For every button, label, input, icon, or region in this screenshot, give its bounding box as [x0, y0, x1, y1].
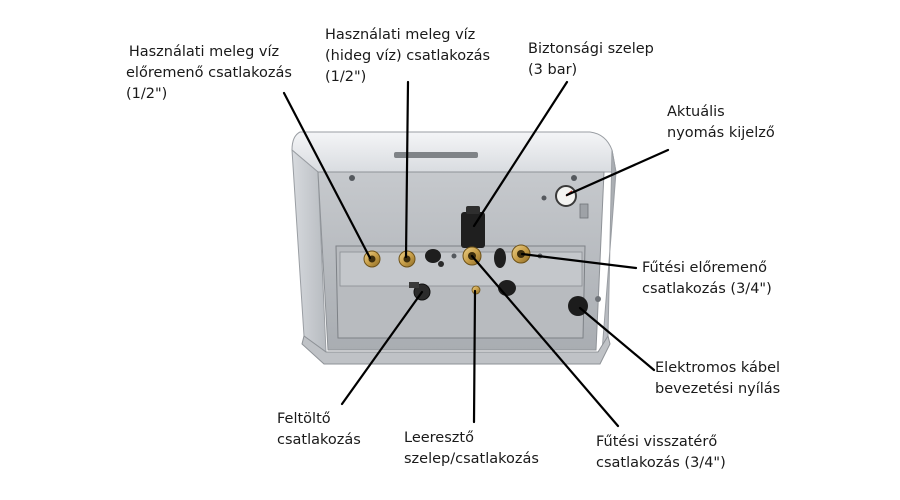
mounting-hole: [571, 175, 577, 181]
housing-bottom: [301, 334, 611, 365]
leader-dhw-flow: [282, 91, 372, 260]
top-vent-slot: [394, 152, 478, 158]
leader-dhw-cold: [404, 80, 410, 259]
label-line: csatlakozás: [277, 432, 361, 448]
leader-heating-return: [470, 254, 620, 428]
label-line: (3 bar): [528, 62, 578, 78]
label-line: (hideg víz) csatlakozás: [325, 48, 491, 64]
label-line: Fűtési visszatérő: [596, 434, 718, 450]
label-line: Fűtési előremenő: [642, 260, 768, 276]
mounting-hole: [349, 175, 355, 181]
label-dhw-cold: Használati meleg víz (hideg víz) csatlak…: [325, 25, 490, 88]
label-filling: Feltöltő csatlakozás: [277, 409, 361, 451]
mounting-hole: [541, 195, 547, 201]
leader-safety-valve: [472, 80, 569, 228]
label-line: Leeresztő: [404, 430, 474, 446]
leader-drain: [472, 289, 477, 424]
label-line: előremenő csatlakozás: [126, 65, 292, 81]
safety-valve-cap: [466, 206, 480, 214]
label-line: csatlakozás (3/4"): [596, 455, 726, 471]
label-pressure-gauge: Aktuális nyomás kijelző: [667, 102, 775, 144]
label-line: Biztonsági szelep: [528, 41, 654, 57]
label-heating-flow: Fűtési előremenő csatlakozás (3/4"): [642, 258, 772, 300]
blind-plug: [425, 249, 441, 263]
dhw-cold-fitting: [398, 250, 416, 268]
label-line: Elektromos kábel: [655, 360, 781, 376]
leader-pressure-gauge: [565, 148, 670, 197]
leader-filling: [340, 290, 424, 406]
label-dhw-flow: Használati meleg víz előremenő csatlakoz…: [126, 42, 292, 105]
return-pipe-black: [494, 248, 506, 268]
label-cable-inlet: Elektromos kábel bevezetési nyílás: [655, 358, 780, 400]
label-line: Aktuális: [667, 104, 725, 120]
label-line: Feltöltő: [277, 411, 331, 427]
label-line: (1/2"): [126, 86, 168, 102]
label-line: csatlakozás (3/4"): [642, 281, 772, 297]
leader-cable-inlet: [578, 306, 656, 372]
leader-heating-flow: [520, 252, 638, 270]
label-line: (1/2"): [325, 69, 367, 85]
label-safety-valve: Biztonsági szelep (3 bar): [528, 39, 654, 81]
label-line: nyomás kijelző: [667, 125, 775, 141]
label-line: Használati meleg víz: [128, 44, 280, 60]
label-line: Használati meleg víz: [325, 27, 476, 43]
gauge-bracket: [579, 203, 589, 219]
label-drain: Leeresztő szelep/csatlakozás: [404, 428, 539, 470]
label-heating-return: Fűtési visszatérő csatlakozás (3/4"): [596, 432, 726, 474]
label-line: szelep/csatlakozás: [404, 451, 539, 467]
label-line: bevezetési nyílás: [655, 381, 781, 397]
safety-valve-body: [461, 212, 485, 248]
